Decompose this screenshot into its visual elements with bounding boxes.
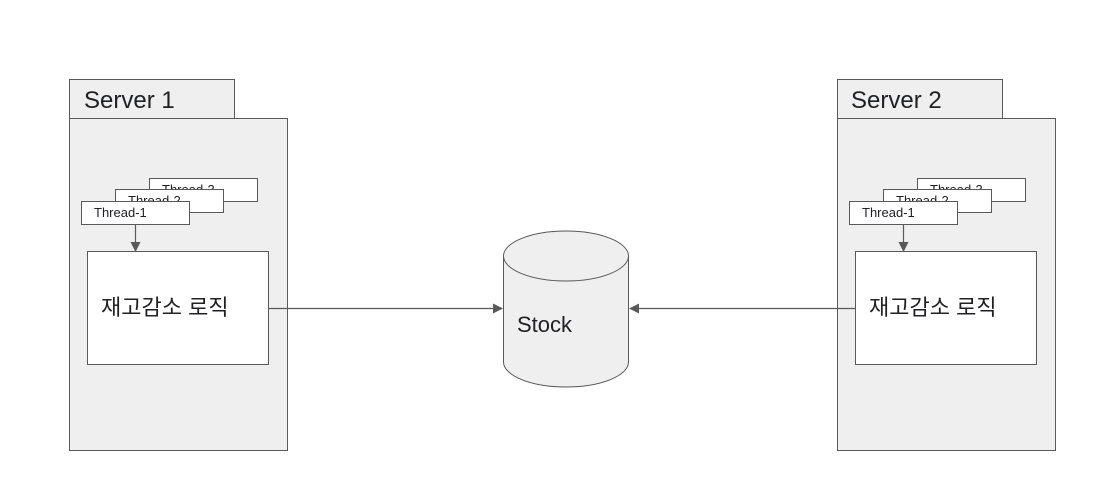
server-1-logic-label: 재고감소 로직 bbox=[101, 295, 229, 320]
database-label: Stock bbox=[517, 312, 573, 337]
server-2-title: Server 2 bbox=[851, 87, 942, 114]
thread-label: Thread-1 bbox=[94, 205, 147, 220]
server-2-logic-box bbox=[855, 251, 1037, 365]
database-cylinder-icon bbox=[503, 230, 629, 388]
thread-label: Thread-1 bbox=[862, 205, 915, 220]
server-2: Server 2 Thread-3 Thread-2 Thread-1 재고감소… bbox=[837, 79, 1056, 451]
server-1: Server 1 Thread-3 Thread-2 Thread-1 재고감소… bbox=[69, 79, 288, 451]
server-1-thread-1: Thread-1 bbox=[81, 201, 190, 225]
database-cylinder-top bbox=[503, 255, 629, 282]
server-2-logic-label: 재고감소 로직 bbox=[869, 295, 997, 320]
stock-database: Stock bbox=[503, 230, 629, 388]
server-1-tab bbox=[69, 79, 235, 119]
server-2-thread-1: Thread-1 bbox=[849, 201, 958, 225]
server-1-logic-box bbox=[87, 251, 269, 365]
server-1-title: Server 1 bbox=[84, 87, 175, 114]
